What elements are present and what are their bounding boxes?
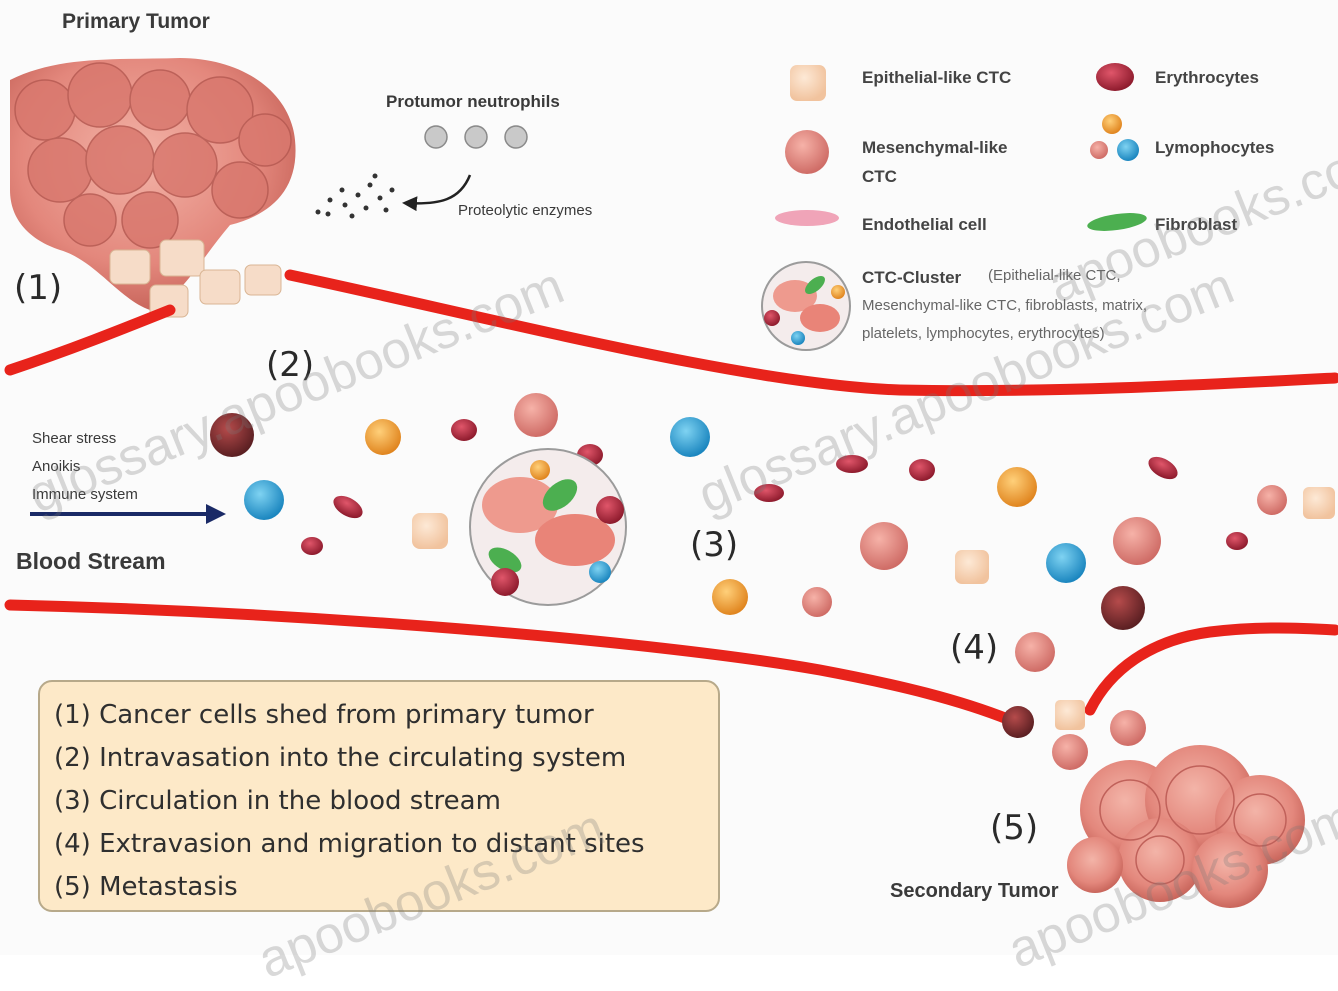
protumor-neutrophils: [425, 126, 527, 148]
diagram-canvas: Primary Tumor Protumor neutrophils Prote…: [0, 0, 1338, 955]
legend-mesenchymal-label-2: CTC: [862, 167, 897, 187]
blood-stream-label: Blood Stream: [16, 548, 166, 575]
stressor-list: Shear stress Anoikis Immune system: [32, 425, 138, 509]
enzyme-arrow: [405, 175, 470, 203]
legend-erythrocytes-label: Erythrocytes: [1155, 68, 1259, 88]
legend-fibroblast-icon: [1086, 210, 1148, 234]
secondary-tumor-label: Secondary Tumor: [890, 880, 1059, 903]
circulating-cells: [210, 393, 1335, 630]
legend-fibroblast-label: Fibroblast: [1155, 215, 1237, 235]
step-marker-2: (2): [266, 345, 314, 385]
step-marker-1: (1): [14, 268, 62, 308]
ctc-cluster: [470, 449, 626, 605]
legend-lymphocytes-label: Lymophocytes: [1155, 138, 1274, 158]
legend-ctc-cluster-desc-2: Mesenchymal-like CTC, fibroblasts, matri…: [862, 292, 1147, 320]
proteolytic-enzymes-label: Proteolytic enzymes: [458, 202, 592, 219]
legend-epithelial-icon: [790, 65, 826, 101]
vessel-walls: [10, 275, 1335, 720]
stressor-shear-stress: Shear stress: [32, 425, 138, 453]
step-5-text: (5) Metastasis: [54, 866, 704, 909]
step-1-text: (1) Cancer cells shed from primary tumor: [54, 694, 704, 737]
step-marker-3: (3): [690, 525, 738, 565]
legend-erythrocyte-icon: [1096, 63, 1134, 91]
legend-ctc-cluster-desc-3: platelets, lymphocytes, erythrocytes): [862, 320, 1105, 348]
legend-ctc-cluster-desc-1: (Epithelial-like CTC,: [988, 262, 1121, 290]
step-marker-5: (5): [990, 808, 1038, 848]
legend-ctc-cluster-label: CTC-Cluster: [862, 268, 961, 288]
legend-endothelial-label: Endothelial cell: [862, 215, 987, 235]
step-3-text: (3) Circulation in the blood stream: [54, 780, 704, 823]
primary-tumor-label: Primary Tumor: [62, 10, 210, 34]
step-marker-4: (4): [950, 628, 998, 668]
stressor-anoikis: Anoikis: [32, 453, 138, 481]
legend-mesenchymal-icon: [785, 130, 829, 174]
protumor-neutrophils-label: Protumor neutrophils: [386, 92, 560, 112]
secondary-tumor-mass: [1002, 632, 1305, 908]
legend-endothelial-icon: [775, 210, 839, 226]
legend-ctc-cluster-icon: [762, 262, 850, 350]
steps-summary-box: (1) Cancer cells shed from primary tumor…: [38, 680, 720, 912]
step-2-text: (2) Intravasation into the circulating s…: [54, 737, 704, 780]
legend-mesenchymal-label-1: Mesenchymal-like: [862, 138, 1008, 158]
legend-epithelial-label: Epithelial-like CTC: [862, 68, 1011, 88]
legend-lymphocyte-icon: [1090, 114, 1139, 161]
proteolytic-enzymes-dots: [316, 174, 395, 219]
stressor-immune-system: Immune system: [32, 481, 138, 509]
step-4-text: (4) Extravasion and migration to distant…: [54, 823, 704, 866]
